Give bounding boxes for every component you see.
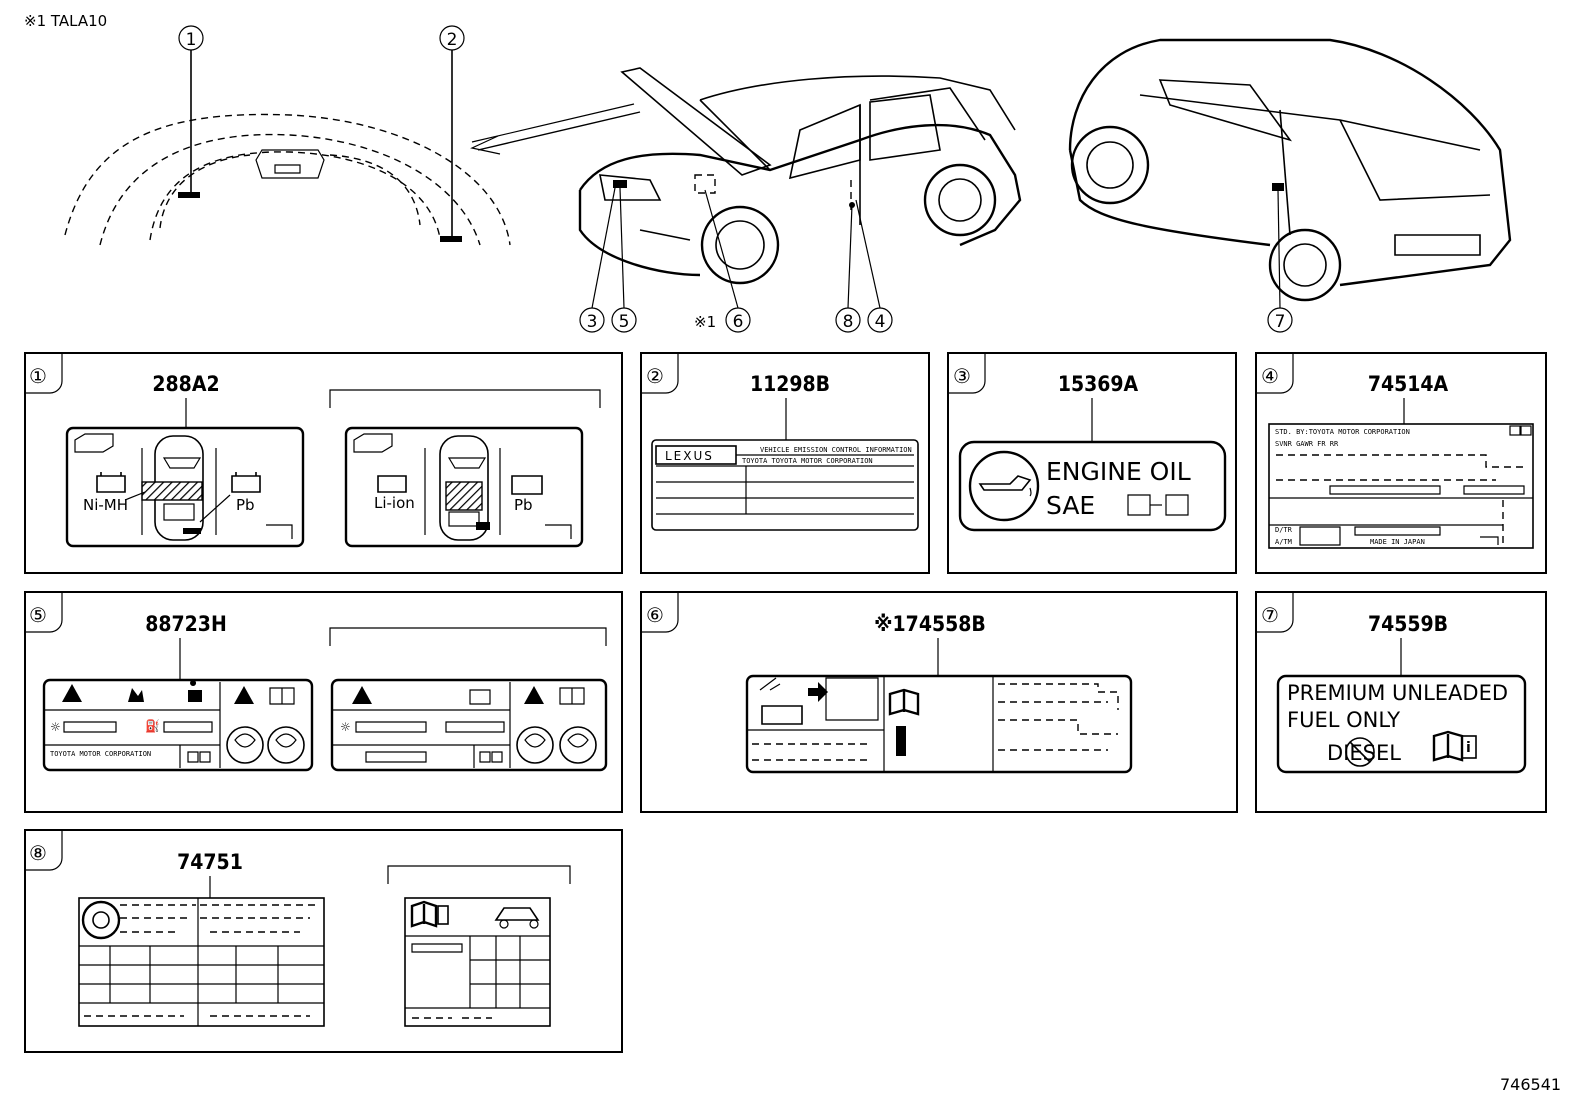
label-pb-left: Pb (236, 496, 255, 514)
callout-8: 8 (835, 307, 861, 333)
callout-6: ※1 6 (694, 307, 751, 333)
svg-text:⑧: ⑧ (29, 841, 47, 865)
engine-oil-text: ENGINE OIL (1046, 457, 1191, 486)
svg-text:6: 6 (733, 312, 744, 332)
panel-5: ⑤ 88723H ☼ ⛽ TOYOTA MOTOR CORPORATION ☼ (24, 591, 623, 813)
svg-text:2: 2 (447, 30, 458, 50)
svg-text:④: ④ (1261, 364, 1279, 388)
callout-1: 1 (178, 25, 204, 51)
svg-text:1: 1 (186, 30, 197, 50)
svg-text:⑥: ⑥ (646, 603, 664, 627)
svg-text:A/TM: A/TM (1275, 538, 1292, 546)
svg-text:TOYOTA TOYOTA MOTOR CORPOR: TOYOTA TOYOTA MOTOR CORPORATION (742, 457, 873, 465)
panel-3: ③ 15369A ENGINE OIL SAE (947, 352, 1237, 574)
premium-unleaded-text: PREMIUM UNLEADED (1287, 681, 1508, 705)
svg-text:i: i (1466, 740, 1471, 756)
svg-text:4: 4 (875, 312, 886, 332)
callout-4: 4 (867, 307, 893, 333)
part-number-74559B: 74559B (1368, 612, 1448, 636)
label-li-ion: Li-ion (374, 494, 415, 512)
part-number-74751: 74751 (177, 850, 243, 874)
engine-compartment-view (64, 50, 641, 246)
svg-text:※1: ※1 (694, 313, 716, 331)
svg-text:③: ③ (953, 364, 971, 388)
svg-text:3: 3 (587, 312, 598, 332)
svg-text:☼: ☼ (340, 720, 351, 734)
label-pb-right: Pb (514, 496, 533, 514)
part-number-74558B: ※174558B (874, 612, 986, 636)
figure-id: 746541 (1500, 1075, 1561, 1094)
callout-3: 3 (579, 307, 605, 333)
svg-text:②: ② (646, 364, 664, 388)
panel-4: ④ 74514A STD. BY:TOYOTA MOTOR CORPORATIO… (1255, 352, 1547, 574)
svg-text:8: 8 (843, 312, 854, 332)
svg-text:5: 5 (619, 312, 630, 332)
panel-6: ⑥ ※174558B (640, 591, 1238, 813)
svg-text:☼: ☼ (50, 720, 61, 734)
svg-text:LEXUS: LEXUS (665, 449, 714, 463)
label-ni-mh: Ni-MH (83, 496, 128, 514)
std-by-text: STD. BY:TOYOTA MOTOR CORPORATION (1275, 428, 1410, 436)
svg-text:⛽: ⛽ (145, 719, 160, 733)
car-rear-view (1068, 38, 1512, 309)
part-number-15369A: 15369A (1058, 372, 1139, 396)
part-number-11298B: 11298B (750, 372, 830, 396)
made-in-japan: MADE IN JAPAN (1370, 538, 1425, 546)
part-number-288A2: 288A2 (152, 372, 219, 396)
header-note: ※1 TALA10 (24, 12, 107, 30)
svg-text:D/TR: D/TR (1275, 526, 1293, 534)
svg-text:①: ① (29, 364, 47, 388)
panel-2: ② 11298B LEXUS VEHICLE EMISSION CONTROL … (640, 352, 930, 574)
svg-text:VEHICLE EMISSION CONTROL INFOR: VEHICLE EMISSION CONTROL INFORMATION (760, 446, 912, 454)
svg-text:⑦: ⑦ (1261, 603, 1279, 627)
svg-text:SVNR GAWR FR RR: SVNR GAWR FR RR (1275, 440, 1339, 448)
callout-7: 7 (1267, 307, 1293, 333)
svg-text:7: 7 (1275, 312, 1286, 332)
callout-2: 2 (439, 25, 465, 51)
svg-text:⑤: ⑤ (29, 603, 47, 627)
panel-8: ⑧ 74751 (24, 829, 623, 1053)
fuel-only-text: FUEL ONLY (1287, 708, 1400, 732)
svg-text:TOYOTA MOTOR CORPORATION: TOYOTA MOTOR CORPORATION (50, 750, 151, 758)
part-number-88723H: 88723H (145, 612, 227, 636)
sae-text: SAE (1046, 491, 1095, 520)
panel-7: ⑦ 74559B PREMIUM UNLEADED FUEL ONLY DIES… (1255, 591, 1547, 813)
car-front-view (578, 67, 1022, 309)
panel-1: ① 288A2 Ni-MH Pb Li-ion Pb (24, 352, 623, 574)
callout-5: 5 (611, 307, 637, 333)
diesel-text: DIESEL (1327, 741, 1401, 765)
part-number-74514A: 74514A (1368, 372, 1449, 396)
